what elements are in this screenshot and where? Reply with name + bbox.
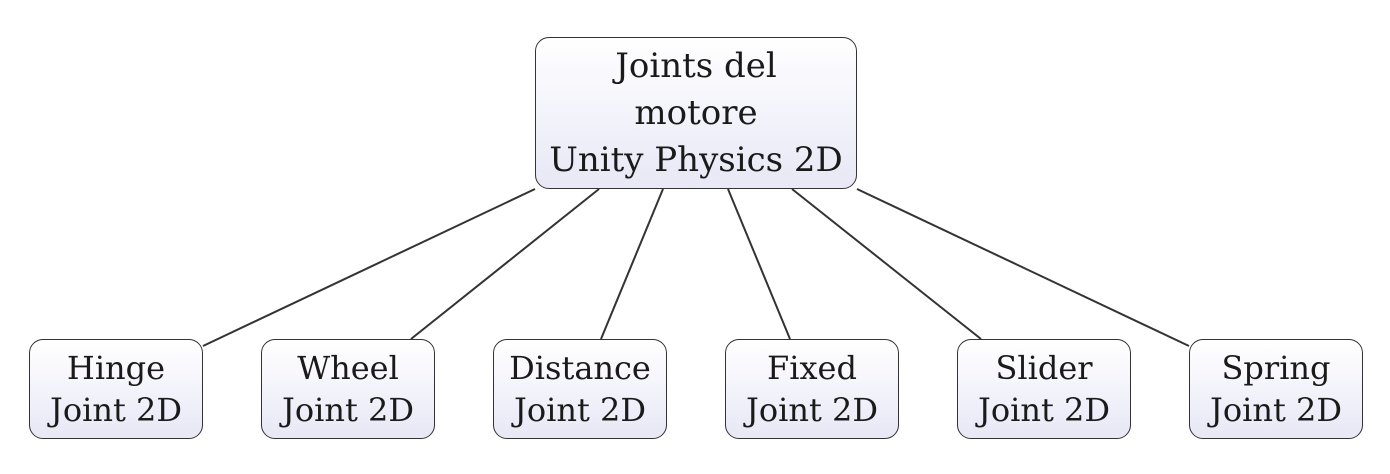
child-node-distance: Distance Joint 2D (493, 339, 667, 439)
edge-spring (856, 188, 1190, 347)
child-node-spring: Spring Joint 2D (1189, 339, 1363, 439)
child-label-line-1: Hinge (66, 349, 166, 387)
child-label-line-1: Spring (1221, 349, 1331, 387)
root-line-1: Joints del (615, 45, 777, 86)
child-label-line-1: Distance (509, 349, 651, 387)
child-label-line-1: Slider (995, 349, 1093, 387)
child-label-line-2: Joint 2D (746, 391, 878, 429)
child-label-line-2: Joint 2D (282, 391, 414, 429)
child-label-line-1: Fixed (767, 349, 857, 387)
child-node-fixed: Fixed Joint 2D (725, 339, 899, 439)
child-label-line-2: Joint 2D (1210, 391, 1342, 429)
edge-fixed (727, 188, 791, 340)
edge-slider (791, 188, 982, 340)
root-line-3: Unity Physics 2D (549, 139, 843, 180)
edge-hinge (202, 188, 536, 347)
child-node-hinge: Hinge Joint 2D (29, 339, 203, 439)
child-label-line-2: Joint 2D (514, 391, 646, 429)
child-label-line-2: Joint 2D (978, 391, 1110, 429)
child-node-slider: Slider Joint 2D (957, 339, 1131, 439)
edge-wheel (410, 188, 600, 340)
root-line-2: motore (634, 92, 758, 133)
root-node: Joints del motore Unity Physics 2D (535, 37, 857, 189)
child-node-wheel: Wheel Joint 2D (261, 339, 435, 439)
child-label-line-1: Wheel (297, 349, 399, 387)
child-label-line-2: Joint 2D (50, 391, 182, 429)
edge-distance (600, 188, 664, 340)
